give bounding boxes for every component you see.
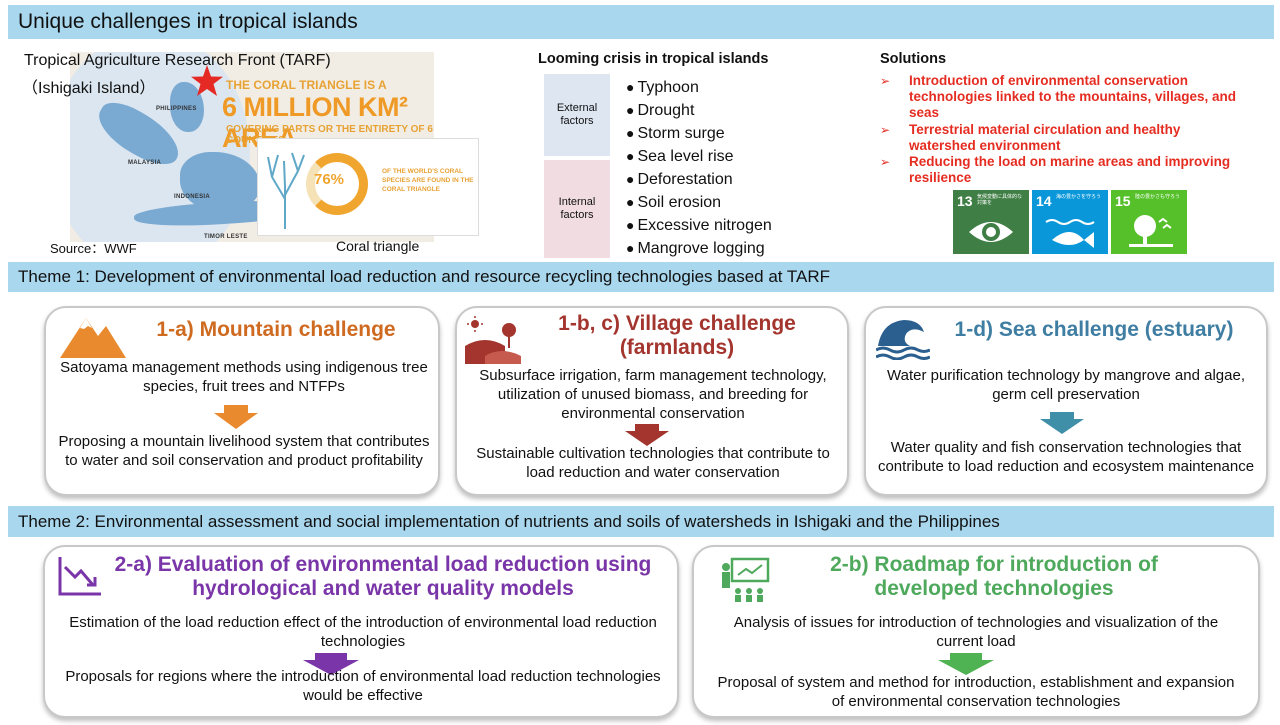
map-source: Source：WWF <box>50 241 137 256</box>
declining-chart-icon <box>58 557 101 596</box>
map-headline-1: THE CORAL TRIANGLE IS A <box>226 78 387 92</box>
list-item: Excessive nitrogen <box>626 214 771 237</box>
sdg-text: 陸の豊かさも守ろう <box>1135 194 1181 200</box>
map-headline-3: COVERING PARTS OR THE ENTIRETY OF 6 COUN… <box>226 124 433 146</box>
section-title: Unique challenges in tropical islands <box>18 10 358 33</box>
mountain-challenge-card: 1-a) Mountain challenge Satoyama managem… <box>44 306 440 496</box>
evaluation-card-text-1: Estimation of the load reduction effect … <box>69 614 657 650</box>
sea-card-text-1: Water purification technology by mangrov… <box>887 367 1245 403</box>
list-item: Soil erosion <box>626 191 772 214</box>
down-arrow-icon <box>214 405 258 429</box>
tarf-location: （Ishigaki Island） <box>22 80 156 97</box>
evaluation-card-text-2: Proposals for regions where the introduc… <box>65 668 661 704</box>
mountain-icon <box>60 318 126 358</box>
eye-globe-icon <box>969 222 1013 242</box>
coral-percent-note: OF THE WORLD'S CORAL SPECIES ARE FOUND I… <box>382 168 474 193</box>
solution-item: ➢ Reducing the load on marine areas and i… <box>880 154 1249 186</box>
roadmap-card-text-2: Proposal of system and method for introd… <box>717 674 1235 710</box>
solution-item: ➢ Introduction of environmental conservat… <box>880 73 1249 121</box>
solution-text: Reducing the load on marine areas and im… <box>909 154 1231 185</box>
sea-card-text-2: Water quality and fish conservation tech… <box>877 439 1255 475</box>
village-card-text-1: Subsurface irrigation, farm management t… <box>479 367 827 422</box>
list-item: Storm surge <box>626 122 734 145</box>
list-item: Deforestation <box>626 168 772 191</box>
solutions-title: Solutions <box>880 51 947 67</box>
section-header-theme2: Theme 2: Environmental assessment and so… <box>8 506 1274 537</box>
down-arrow-icon <box>938 653 994 675</box>
sdg-number: 15 <box>1115 193 1131 209</box>
village-challenge-card: 1-b, c) Village challenge (farmlands) Su… <box>455 306 849 496</box>
farmland-icon <box>465 316 521 364</box>
sdg-14-badge: 14 海の豊かさを守ろう <box>1032 190 1108 254</box>
mountain-card-text-2: Proposing a mountain livelihood system t… <box>58 433 430 469</box>
down-arrow-icon <box>303 653 359 675</box>
solution-item: ➢ Terrestrial material circulation and he… <box>880 122 1249 154</box>
sdg-text: 海の豊かさを守ろう <box>1056 194 1102 200</box>
sdg-number: 13 <box>957 193 973 209</box>
arrow-bullet-icon: ➢ <box>880 123 891 137</box>
mountain-card-title: 1-a) Mountain challenge <box>156 318 396 341</box>
sdg-number: 14 <box>1036 193 1052 209</box>
fish-icon <box>1045 219 1095 248</box>
roadmap-card: 2-b) Roadmap for introduction of develop… <box>692 545 1260 718</box>
map-label-timor-leste: TIMOR LESTE <box>204 234 248 240</box>
sdg-text: 気候変動に具体的な対策を <box>977 194 1023 206</box>
internal-factors-label: Internal factors <box>544 160 610 258</box>
solution-text: Introduction of environmental conservati… <box>909 73 1237 120</box>
section-header-challenges: Unique challenges in tropical islands <box>8 5 1274 39</box>
list-item: Sea level rise <box>626 145 733 168</box>
coral-percent-ring <box>306 153 368 215</box>
village-card-title: 1-b, c) Village challenge (farmlands) <box>558 312 796 359</box>
internal-factor-list: Deforestation Soil erosion Excessive nit… <box>626 168 772 260</box>
down-arrow-icon <box>625 424 669 446</box>
map-label-philippines: PHILIPPINES <box>156 106 197 112</box>
theme1-title: Theme 1: Development of environmental lo… <box>18 267 831 286</box>
map-label-indonesia: INDONESIA <box>174 194 211 200</box>
map-caption: Coral triangle <box>336 238 420 254</box>
roadmap-card-text-1: Analysis of issues for introduction of t… <box>733 614 1219 650</box>
solution-text: Terrestrial material circulation and hea… <box>909 122 1181 153</box>
evaluation-card: 2-a) Evaluation of environmental load re… <box>43 545 679 718</box>
crisis-title: Looming crisis in tropical islands <box>538 51 769 67</box>
map-label-malaysia: MALAYSIA <box>128 160 162 166</box>
coral-inset-panel: 76% OF THE WORLD'S CORAL SPECIES ARE FOU… <box>257 138 479 236</box>
list-item: Typhoon <box>626 76 734 99</box>
evaluation-card-title: 2-a) Evaluation of environmental load re… <box>114 553 652 600</box>
external-factor-list: Typhoon Drought Storm surge Sea level ri… <box>626 76 734 168</box>
theme2-title: Theme 2: Environmental assessment and so… <box>18 511 1000 531</box>
sdg-13-badge: 13 気候変動に具体的な対策を <box>953 190 1029 254</box>
sea-card-title: 1-d) Sea challenge (estuary) <box>954 318 1234 341</box>
mountain-card-text-1: Satoyama management methods using indige… <box>60 359 428 395</box>
coral-icon <box>267 152 305 229</box>
section-header-theme1: Theme 1: Development of environmental lo… <box>8 262 1274 292</box>
down-arrow-icon <box>1040 412 1084 434</box>
arrow-bullet-icon: ➢ <box>880 155 891 169</box>
village-card-text-2: Sustainable cultivation technologies tha… <box>476 445 830 481</box>
tarf-label: Tropical Agriculture Research Front (TAR… <box>24 52 331 69</box>
roadmap-card-title: 2-b) Roadmap for introduction of develop… <box>830 553 1158 600</box>
list-item: Mangrove logging <box>626 237 772 260</box>
arrow-bullet-icon: ➢ <box>880 74 891 88</box>
map-land-philippines <box>170 82 204 132</box>
list-item: Drought <box>626 99 734 122</box>
coral-percent: 76% <box>314 171 345 188</box>
presentation-icon <box>722 557 770 602</box>
external-factors-label: External factors <box>544 74 610 156</box>
sdg-15-badge: 15 陸の豊かさも守ろう <box>1111 190 1187 254</box>
sea-challenge-card: 1-d) Sea challenge (estuary) Water purif… <box>864 306 1268 496</box>
tree-icon <box>1129 215 1173 247</box>
star-icon <box>191 65 223 96</box>
wave-icon <box>876 320 930 360</box>
